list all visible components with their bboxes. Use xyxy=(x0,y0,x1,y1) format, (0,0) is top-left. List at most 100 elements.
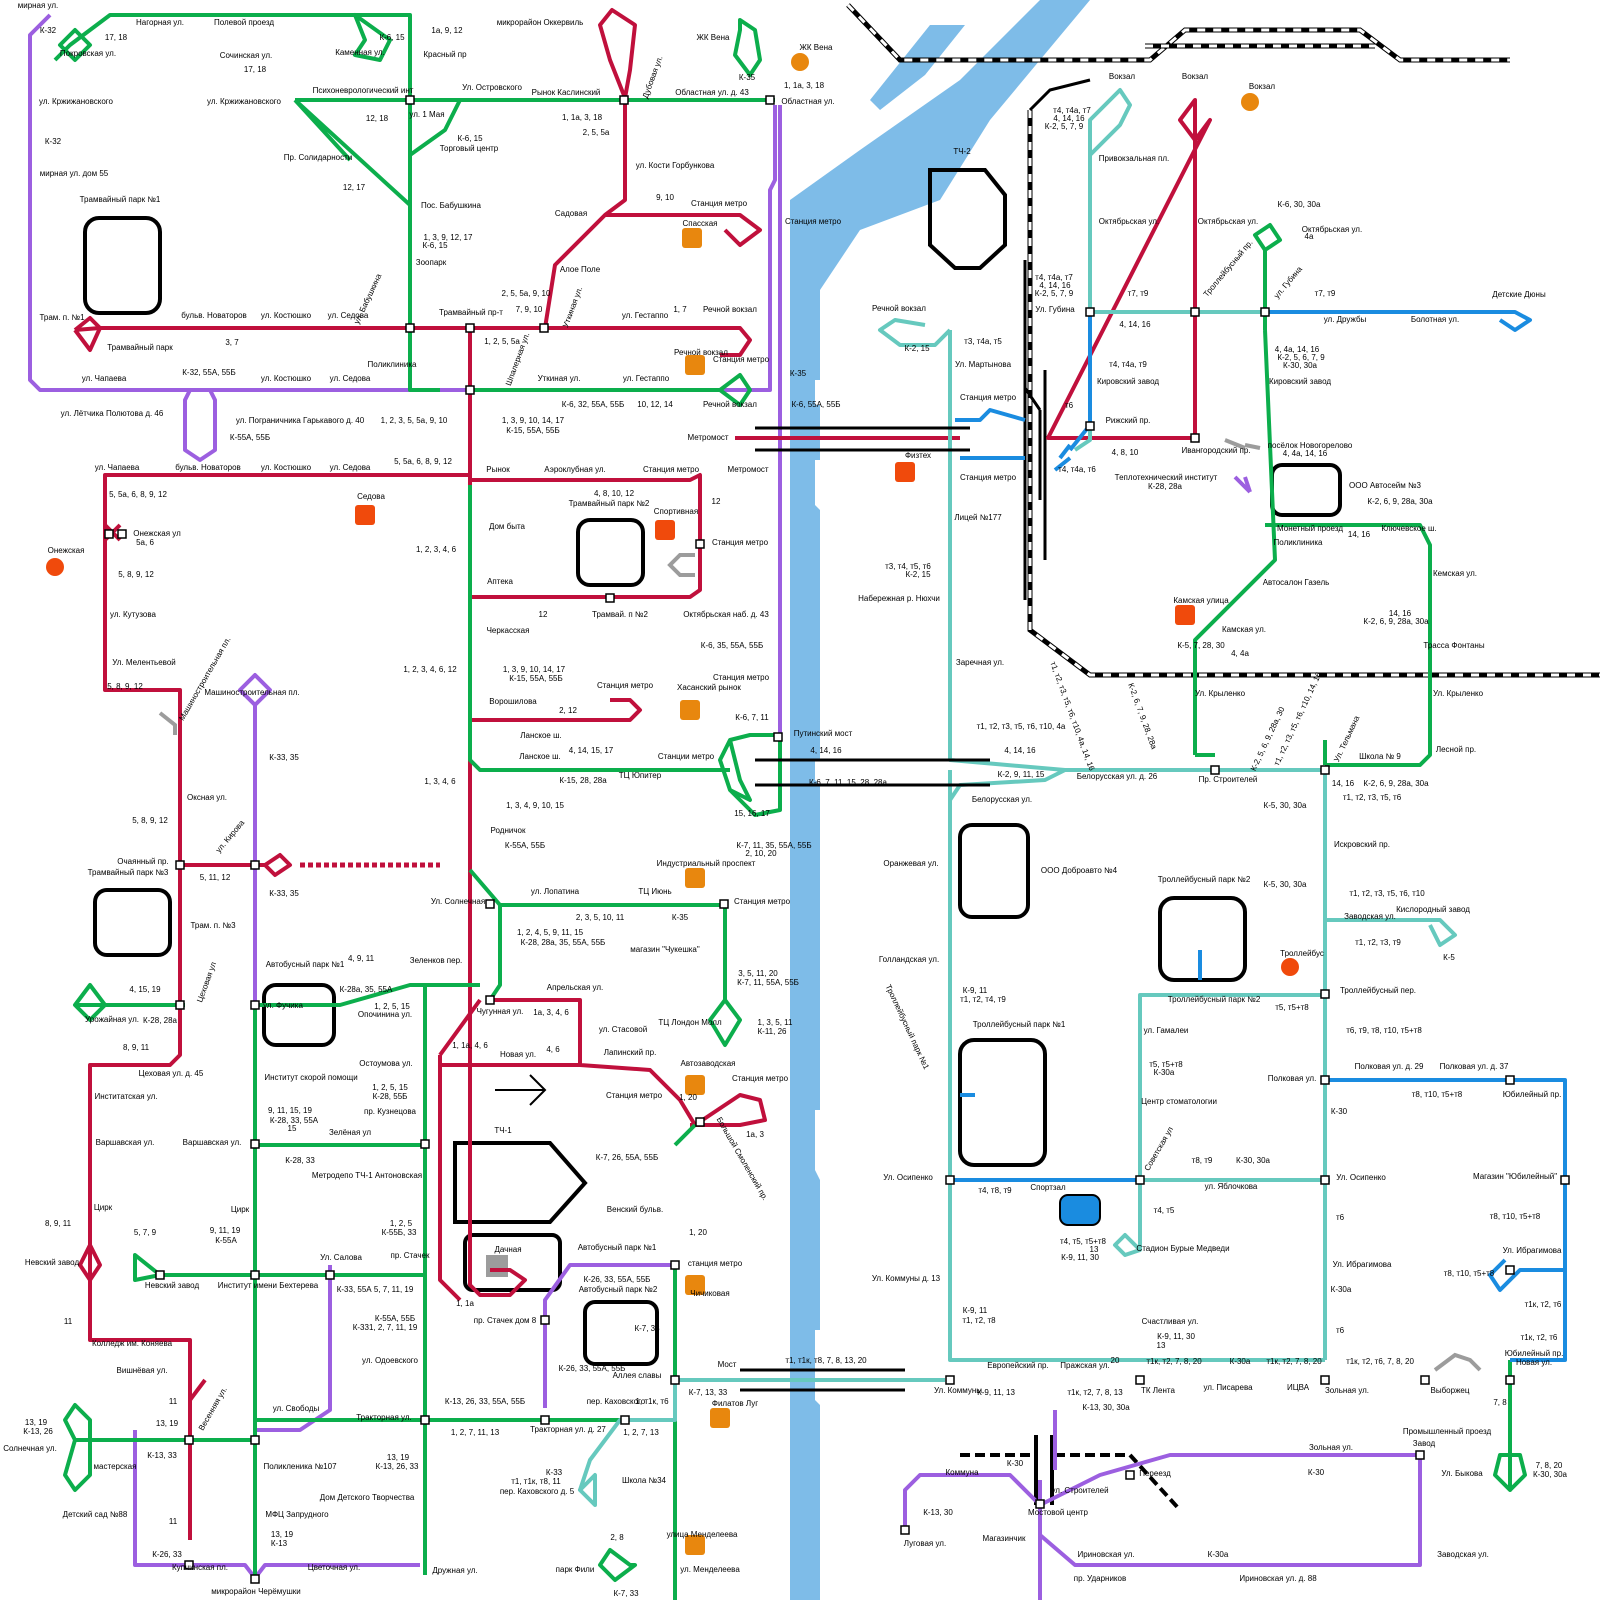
map-label: Белорусская ул. д. 26 xyxy=(1077,772,1158,781)
map-label: 1, 2, 7, 11, 13 xyxy=(451,1428,500,1437)
map-label: Кислородный завод xyxy=(1396,905,1470,914)
map-label: К-30 xyxy=(1308,1468,1325,1477)
map-label: К-7, 33 xyxy=(613,1589,639,1598)
map-label: Лицей №177 xyxy=(954,513,1002,522)
map-label: К-13 xyxy=(271,1539,288,1548)
map-label: т1, т1к, т8, 11 xyxy=(511,1477,561,1486)
map-label: К-5, 30, 30а xyxy=(1264,801,1307,810)
map-label: Родничок xyxy=(491,826,526,835)
map-label: 5а, 6 xyxy=(136,538,154,547)
map-label: 13 xyxy=(1157,1341,1166,1350)
map-label: мирная ул. xyxy=(18,1,59,10)
map-label: К-6, 30, 30а xyxy=(1278,200,1321,209)
map-label: Весенняя ул. xyxy=(197,1385,229,1432)
map-label: станция метро xyxy=(688,1259,743,1268)
map-label: 1, 3, 4, 9, 10, 15 xyxy=(506,801,564,810)
map-label: Венский бульв. xyxy=(607,1205,663,1214)
map-label: Искровский пр. xyxy=(1334,840,1390,849)
map-label: т8, т9 xyxy=(1192,1156,1213,1165)
map-label: К-6, 35, 55А, 55Б xyxy=(701,641,763,650)
map-label: ООО Доброавто №4 xyxy=(1041,866,1118,875)
map-label: ТЧ-1 xyxy=(494,1126,512,1135)
map-label: Уткиная ул. xyxy=(538,374,581,383)
map-label: Центр стоматологии xyxy=(1141,1097,1217,1106)
map-label: ТЦ Июнь xyxy=(638,887,671,896)
map-label: 4, 15, 19 xyxy=(129,985,161,994)
map-label: ЖК Вена xyxy=(697,33,730,42)
map-label: Кемская ул. xyxy=(1433,569,1477,578)
map-label: 4, 14, 16 xyxy=(810,746,842,755)
map-label: Вокзал xyxy=(1249,82,1275,91)
map-label: Заводская ул. xyxy=(1437,1550,1489,1559)
map-label: К-28, 28а xyxy=(1148,482,1183,491)
map-label: ул. Яблочкова xyxy=(1205,1182,1258,1191)
map-label: Станция метро xyxy=(606,1091,663,1100)
map-label: К-2, 6, 7, 9, 28, 28а xyxy=(1126,682,1158,751)
map-label: К-13, 26 xyxy=(23,1427,53,1436)
map-label: 1, 3, 9, 10, 14, 17 xyxy=(502,416,565,425)
map-label: Ул. Ибрагимова xyxy=(1333,1260,1392,1269)
map-label: Цеховая ул. д. 45 xyxy=(139,1069,204,1078)
map-label: Красный пр xyxy=(423,50,467,59)
map-label: Цветочная ул. xyxy=(308,1563,360,1572)
map-label: Ул. Мартынова xyxy=(955,360,1012,369)
map-label: К-5, 30, 30а xyxy=(1264,880,1307,889)
map-label: 2, 8 xyxy=(610,1533,624,1542)
map-label: Юбилейный пр. xyxy=(1505,1349,1564,1358)
map-label: К-30, 30а xyxy=(1236,1156,1271,1165)
map-label: К-28, 28а xyxy=(143,1016,178,1025)
map-label: Рижский пр. xyxy=(1106,416,1151,425)
map-label: 13, 19 xyxy=(25,1418,48,1427)
map-label: Ириновская ул. д. 88 xyxy=(1239,1574,1317,1583)
map-label: К-2, 15 xyxy=(904,344,930,353)
map-label: К-2, 6, 9, 28а, 30а xyxy=(1363,779,1429,788)
map-label: 12, 18 xyxy=(366,114,389,123)
map-label: Станция метро xyxy=(734,897,791,906)
map-label: Ул. Губина xyxy=(1035,305,1075,314)
map-label: пр. Кузнецова xyxy=(364,1107,417,1116)
map-label: К-30 xyxy=(1331,1107,1348,1116)
map-label: Торговый центр xyxy=(440,144,499,153)
map-label: Трамвайный парк №3 xyxy=(88,868,169,877)
map-label: 1, 1а, 4, 6 xyxy=(452,1041,488,1050)
map-label: Алое Поле xyxy=(560,265,601,274)
map-label: ул. Кржижановского xyxy=(207,97,281,106)
map-label: К-13, 30, 30а xyxy=(1082,1403,1130,1412)
map-label: К-2, 5, 6, 7, 9 xyxy=(1277,353,1325,362)
map-label: ул. Костюшко xyxy=(261,463,312,472)
map-label: Октябрьская ул. xyxy=(1198,217,1258,226)
map-label: Зелёная ул xyxy=(329,1128,371,1137)
map-label: Речной вокзал xyxy=(674,348,728,357)
map-label: т1, т2, т3, т5, т6 xyxy=(1343,793,1402,802)
map-label: К-15, 55А, 55Б xyxy=(509,674,563,683)
map-label: 4, 8, 10, 12 xyxy=(594,489,635,498)
map-label: Ул. Коммуны д. 13 xyxy=(872,1274,941,1283)
map-label: 2, 3, 5, 10, 11 xyxy=(576,913,625,922)
map-label: Полковая ул. д. 29 xyxy=(1355,1062,1424,1071)
map-label: ул. Гамалеи xyxy=(1144,1026,1189,1035)
map-label: 14, 16 xyxy=(1332,779,1355,788)
map-label: т6 xyxy=(1065,401,1074,410)
map-label: К-6, 7, 11, 15, 28, 28а xyxy=(809,778,887,787)
railway xyxy=(846,3,1600,1512)
map-label: т4, т5, т5+т8 xyxy=(1060,1237,1107,1246)
map-label: Набережная р. Нюхчи xyxy=(858,594,940,603)
map-label: 4, 14, 15, 17 xyxy=(569,746,614,755)
map-label: Каменная ул. xyxy=(335,48,385,57)
map-label: 5, 5а, 6, 8, 9, 12 xyxy=(394,457,452,466)
map-label: Пр. Строителей xyxy=(1199,775,1258,784)
map-label: т4, т4а, т6 xyxy=(1058,465,1096,474)
map-label: Трамвай. п №2 xyxy=(592,610,648,619)
map-label: т1к, т2, т6 xyxy=(1525,1300,1562,1309)
map-label: Институт имени Бехтерева xyxy=(218,1281,319,1290)
map-label: Вокзал xyxy=(1109,72,1135,81)
map-label: Октябрьская ул. xyxy=(1099,217,1159,226)
map-label: 1, 2, 3, 4, 6 xyxy=(416,545,457,554)
map-label: Поликлиника xyxy=(368,360,417,369)
map-label: 7, 8, 20 xyxy=(1536,1461,1563,1470)
map-label: Троллейбусный парк №2 xyxy=(1168,995,1261,1004)
map-label: ул. Кости Горбункова xyxy=(636,161,715,170)
map-label: т1к, т2, 7, 8, 13 xyxy=(1067,1388,1123,1397)
map-label: Троллейбусный пр. xyxy=(1202,238,1255,299)
